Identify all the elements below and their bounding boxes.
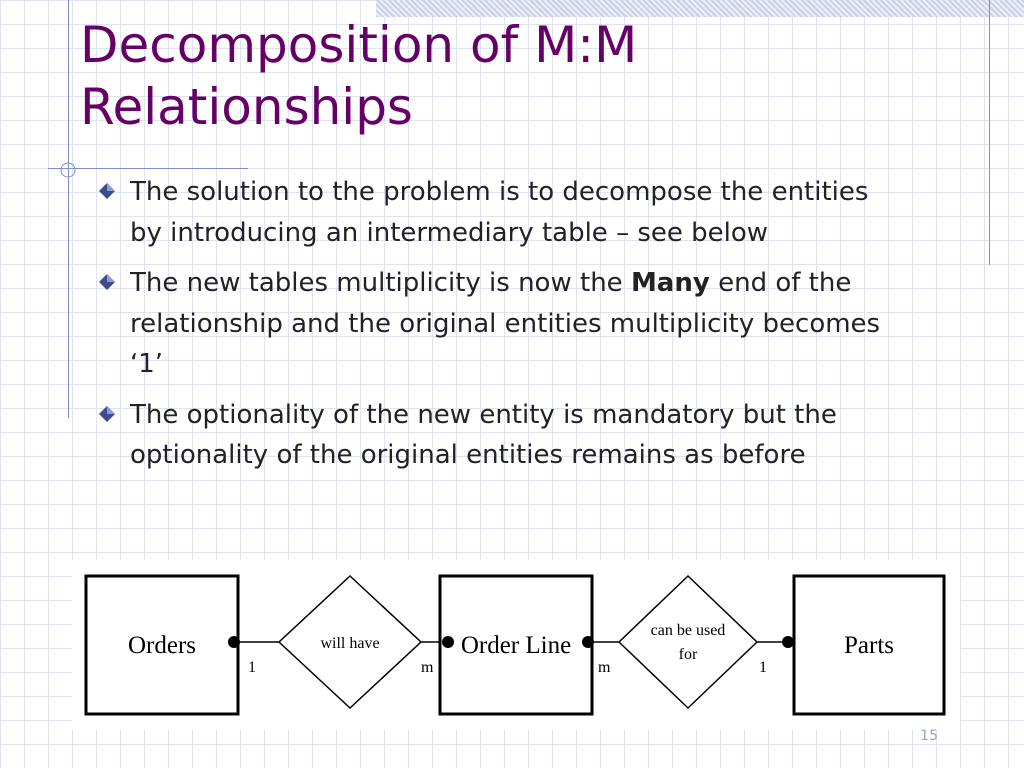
right-accent-line [989,0,990,265]
cardinality-label: m [598,659,611,676]
bullet-list: The solution to the problem is to decomp… [98,172,908,486]
entity-box-order-line [438,574,594,716]
diamond-bullet-icon [99,183,115,199]
slide-title-line-2: Relationships [80,78,413,136]
relationship-diamond-will-have [277,574,423,710]
cardinality-label: 1 [248,659,256,676]
top-pattern-band [376,0,1024,17]
entity-label-orders: Orders [128,632,196,659]
relationship-diamond-can-be-used-for [617,574,759,710]
entity-box-parts [792,574,946,716]
er-diagram: Orders Order Line Parts will have can be… [72,560,960,730]
connection-dot [782,636,794,648]
cardinality-label: 1 [759,659,767,676]
bullet-item: The solution to the problem is to decomp… [98,172,908,253]
relationship-label-for: for [679,646,698,663]
bullet-text-bold: Many [630,268,710,298]
connection-dot [228,636,240,648]
relationship-label-can-be-used: can be used [651,622,726,639]
bullet-text-post: end of the relationship and the original… [130,268,881,379]
slide-title: Decomposition of M:M Relationships [80,14,980,138]
crosshair-icon [60,162,76,178]
relationship-label-will-have: will have [320,635,379,652]
diamond-bullet-icon [99,405,115,422]
entity-label-order-line: Order Line [461,632,571,659]
bullet-text: The optionality of the new entity is man… [130,399,837,471]
cardinality-label: m [421,659,434,676]
connection-dot [442,636,454,648]
entity-box-orders [84,574,240,716]
bullet-text: The solution to the problem is to decomp… [130,177,869,248]
bullet-item: The new tables multiplicity is now the M… [98,263,908,385]
page-number: 15 [920,728,938,744]
bullet-item: The optionality of the new entity is man… [98,395,908,476]
diamond-bullet-icon [99,274,115,290]
left-accent-line [68,0,69,418]
slide-title-line-1: Decomposition of M:M [80,16,638,74]
title-underline [48,168,248,169]
connection-dot [582,636,594,648]
entity-label-parts: Parts [844,632,894,659]
bullet-text-pre: The new tables multiplicity is now the [130,268,631,298]
